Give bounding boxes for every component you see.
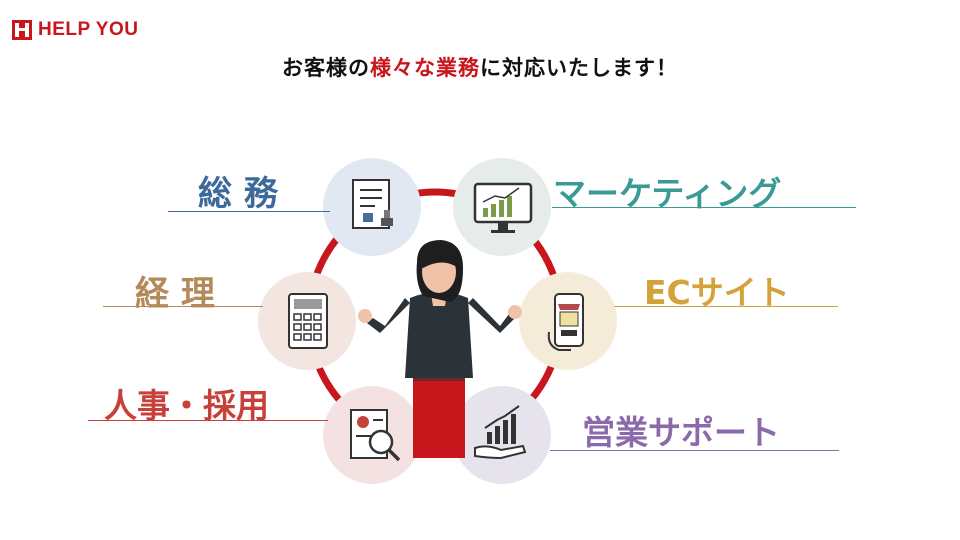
label-general-affairs: 総 務 (198, 174, 278, 214)
label-marketing: マーケティング (553, 174, 782, 213)
resume-magnifier-icon (350, 409, 401, 462)
underline-ec (614, 306, 838, 307)
underline-sales (550, 450, 839, 451)
brand-logo: HELP YOU (12, 19, 138, 41)
headline-part1: お客様の (282, 56, 370, 80)
underline-hr (88, 420, 328, 421)
brand-name: HELP YOU (38, 19, 139, 40)
label-accounting: 経 理 (135, 274, 215, 314)
bubble-general-affairs (323, 158, 421, 256)
headline-part2: に対応いたします！ (480, 56, 678, 80)
bubble-sales (453, 386, 551, 484)
monitor-chart-icon (473, 182, 533, 233)
hand-growth-chart-icon (474, 405, 527, 460)
underline-general-affairs (168, 211, 330, 212)
document-stamp-icon (352, 179, 393, 229)
underline-marketing (552, 207, 856, 208)
bubble-ec (519, 272, 617, 370)
bubble-hr (323, 386, 421, 484)
headline-highlight: 様々な業務 (370, 56, 480, 80)
label-hr: 人事・採用 (104, 386, 269, 425)
logo-mark-icon (12, 20, 32, 40)
label-ec: ECサイト (644, 273, 790, 312)
calculator-icon (288, 293, 328, 349)
smartphone-shop-icon (547, 293, 584, 351)
label-sales: 営業サポート (582, 413, 780, 452)
businesswoman-illustration (358, 240, 522, 458)
underline-accounting (103, 306, 263, 307)
bubble-marketing (453, 158, 551, 256)
page-headline: お客様の様々な業務に対応いたします！ (0, 52, 960, 82)
bubble-accounting (258, 272, 356, 370)
